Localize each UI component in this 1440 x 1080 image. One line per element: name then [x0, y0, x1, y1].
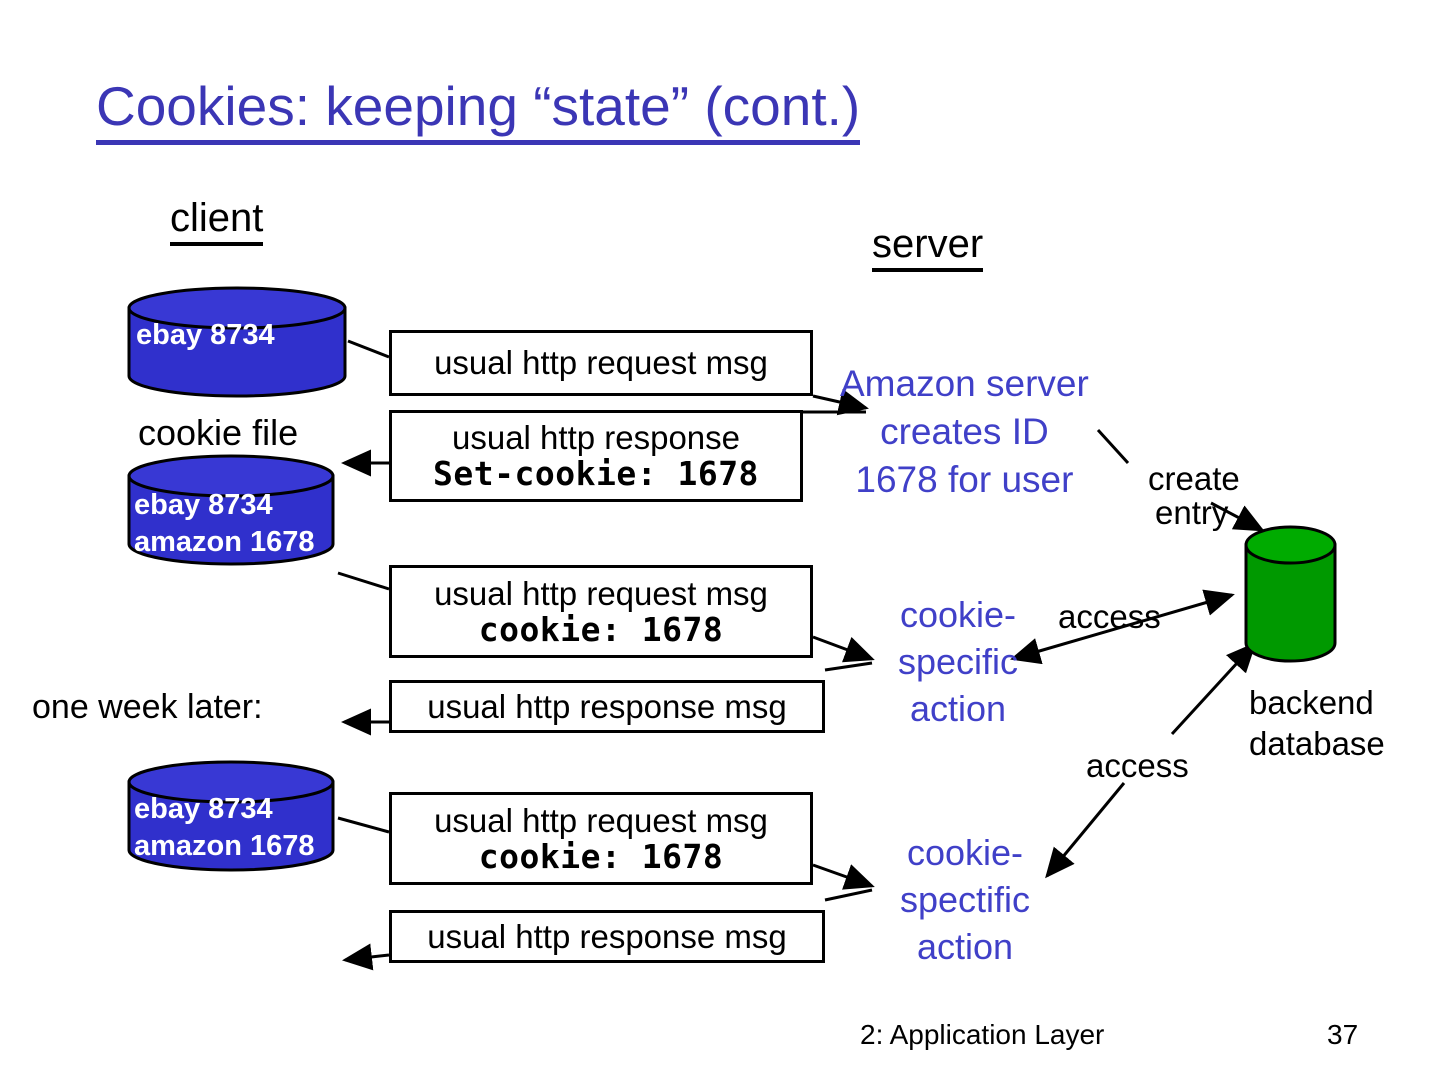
message-line-1: usual http response [451, 419, 741, 457]
footer-page-number: 37 [1327, 1019, 1359, 1050]
message-line-1: usual http request msg [434, 344, 768, 382]
cylinder-shape-icon [127, 286, 347, 398]
line-action2-to-response3 [824, 888, 873, 902]
message-line-1: usual http request msg [434, 574, 768, 612]
page-title: Cookies: keeping “state” (cont.) [96, 77, 861, 145]
server-column-label: server [872, 222, 984, 272]
database-cylinder-icon [1244, 525, 1337, 663]
message-box-response-2: usual http response msg [389, 680, 825, 733]
arrow-response3-to-client [342, 943, 390, 971]
server-note-amazon-creates-id: Amazon server creates ID 1678 for user [840, 360, 1089, 504]
message-box-response-1: usual http response Set-cookie: 1678 [389, 410, 803, 502]
server-note-line-3: 1678 for user [855, 459, 1074, 501]
line-cookiefile2-to-request2 [337, 571, 390, 591]
backend-label-line-1: backend [1249, 684, 1374, 721]
cookie-file-cylinder-initial: ebay 8734 [126, 286, 348, 399]
line-server-to-create [1096, 428, 1130, 465]
server-note-line-1: cookie- [906, 832, 1024, 873]
server-note-line-2: specific [898, 640, 1019, 682]
line-action1-to-response2 [824, 661, 873, 672]
server-note-line-2: spectific [900, 878, 1031, 920]
line-cookiefile1-to-request1 [347, 339, 390, 359]
line-cookiefile3-to-request3 [337, 816, 390, 834]
backend-database-label: backend database [1249, 683, 1385, 765]
arrow-request3-to-action2 [812, 863, 875, 890]
arrow-access2-to-database [1170, 642, 1257, 736]
server-note-line-1: Amazon server [840, 363, 1089, 404]
message-line-2-cookie: cookie: 1678 [478, 609, 724, 649]
arrow-access2-to-action2 [1045, 782, 1126, 879]
cookie-file-caption: cookie file [138, 412, 299, 453]
server-note-line-2: creates ID [880, 411, 1049, 453]
message-line-2-set-cookie: Set-cookie: 1678 [433, 454, 759, 493]
client-column-label: client [170, 196, 264, 246]
message-line-1: usual http response msg [427, 687, 787, 725]
server-note-line-1: cookie- [899, 594, 1017, 635]
message-line-1: usual http request msg [434, 801, 768, 839]
message-line-1: usual http response msg [427, 917, 787, 955]
arrow-request2-to-action1 [812, 635, 875, 663]
message-box-response-3: usual http response msg [389, 910, 825, 963]
footer-chapter-label: 2: Application Layer [860, 1019, 1105, 1050]
server-note-line-3: action [909, 687, 1007, 729]
entry-label: entry [1155, 494, 1229, 531]
backend-database-cylinder [1243, 525, 1338, 665]
server-note-cookie-specific-action-2: cookie- spectific action [900, 830, 1030, 970]
access-label-2: access [1086, 747, 1189, 784]
message-line-2-cookie: cookie: 1678 [478, 836, 724, 876]
backend-label-line-2: database [1249, 724, 1385, 762]
message-box-request-3: usual http request msg cookie: 1678 [389, 792, 813, 885]
create-label: create [1148, 460, 1240, 497]
message-box-request-2: usual http request msg cookie: 1678 [389, 565, 813, 658]
cookie-file-cylinder-one-week-later: ebay 8734 amazon 1678 [126, 760, 336, 873]
cylinder-shape-icon [127, 454, 335, 566]
cookie-file-cylinder-after-set-cookie: ebay 8734 amazon 1678 [126, 454, 336, 567]
cylinder-shape-icon [127, 760, 335, 872]
one-week-later-caption: one week later: [32, 688, 263, 726]
server-note-cookie-specific-action-1: cookie- specific action [898, 592, 1018, 732]
access-label-1: access [1058, 598, 1161, 635]
server-note-line-3: action [916, 925, 1014, 967]
message-box-request-1: usual http request msg [389, 330, 813, 396]
